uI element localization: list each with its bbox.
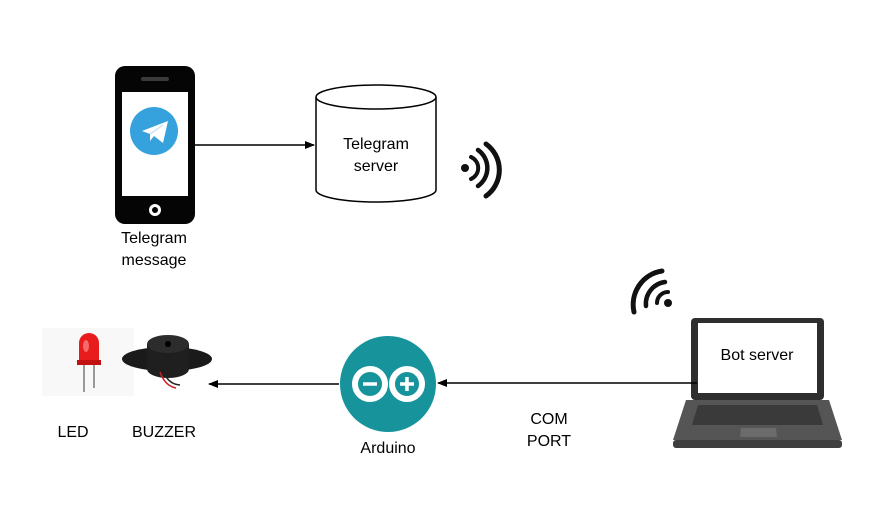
com-port-label-line1: COM — [530, 411, 567, 428]
telegram-server-cylinder — [315, 84, 437, 203]
wifi-signal-icon — [461, 141, 502, 199]
telegram-server-label-line2: server — [354, 158, 399, 175]
arduino-label: Arduino — [360, 440, 415, 457]
buzzer-icon — [122, 335, 212, 389]
com-port-label-line2: PORT — [527, 433, 571, 450]
phone-label-line2: message — [122, 252, 187, 269]
led-icon — [42, 328, 134, 396]
laptop-icon — [673, 318, 842, 448]
buzzer-label: BUZZER — [132, 424, 196, 441]
bot-server-label: Bot server — [721, 347, 795, 364]
telegram-server-label-line1: Telegram — [343, 136, 409, 153]
telegram-icon — [130, 107, 178, 155]
wifi-signal-icon-laptop — [630, 268, 672, 315]
arduino-logo-icon — [340, 336, 436, 432]
led-label: LED — [57, 424, 88, 441]
phone-label-line1: Telegram — [121, 230, 187, 247]
